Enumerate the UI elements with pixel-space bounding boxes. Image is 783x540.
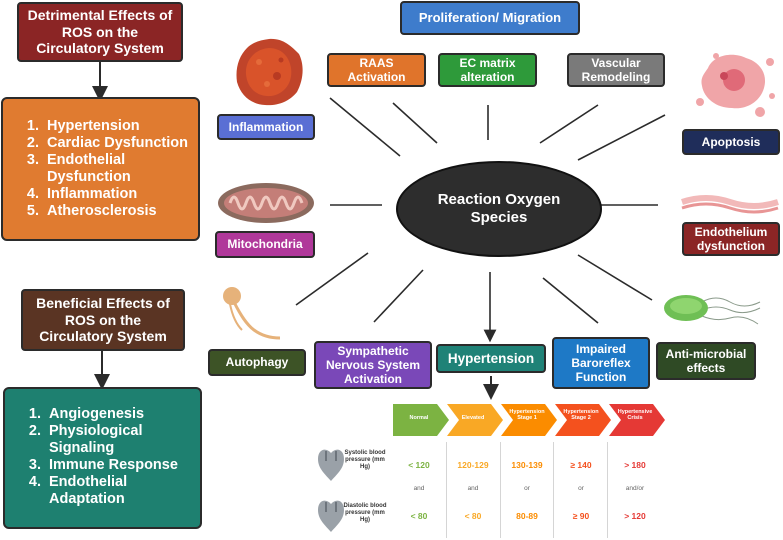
node-mitochondria: Mitochondria xyxy=(215,231,315,258)
line-antimicrobial xyxy=(577,254,653,301)
bp-diastolic-value: < 80 xyxy=(410,511,428,521)
list-item: Hypertension xyxy=(43,118,188,135)
diastolic-label: Diastolic blood pressure (mm Hg) xyxy=(343,503,387,523)
node-sympathetic: Sympathetic Nervous System Activation xyxy=(314,341,432,389)
bp-chevrons xyxy=(393,404,665,436)
bp-conj-value: or xyxy=(578,485,584,492)
bp-chevron-1 xyxy=(447,404,503,436)
stage-divider xyxy=(500,442,501,538)
bp-systolic-value: 130-139 xyxy=(511,460,543,470)
list-item: Angiogenesis xyxy=(45,406,190,423)
apoptosis-cell-icon xyxy=(696,53,775,117)
bp-conj-value: or xyxy=(524,485,530,492)
line-vascular xyxy=(539,104,599,144)
list-item: Endothelial Dysfunction xyxy=(43,152,188,186)
bp-conj-value: and xyxy=(467,485,479,492)
node-raas: RAAS Activation xyxy=(327,53,426,87)
detrimental-title: Detrimental Effects of ROS on the Circul… xyxy=(17,2,183,62)
autophagy-icon xyxy=(223,287,281,340)
bp-chevron-4 xyxy=(609,404,665,436)
mitochondria-icon xyxy=(218,183,314,223)
list-item: Inflammation xyxy=(43,186,188,203)
bp-chevron-3 xyxy=(555,404,611,436)
line-autophagy xyxy=(295,252,369,306)
line-baroreflex xyxy=(542,277,599,324)
bp-stage-label: Hypertension Stage 2 xyxy=(563,409,599,421)
node-ec-matrix: EC matrix alteration xyxy=(438,53,537,87)
node-apoptosis: Apoptosis xyxy=(682,129,780,155)
list-item: Endothelial Adaptation xyxy=(45,474,190,508)
bp-diastolic-value: 80-89 xyxy=(516,511,538,521)
bp-diastolic-value: ≥ 90 xyxy=(572,511,590,521)
bp-conj-value: and xyxy=(413,485,425,492)
node-antimicrobial: Anti-microbial effects xyxy=(656,342,756,380)
bp-diastolic-value: > 120 xyxy=(624,511,646,521)
list-item: Atherosclerosis xyxy=(43,203,188,220)
node-proliferation: Proliferation/ Migration xyxy=(400,1,580,35)
node-endothelium: Endothelium dysfunction xyxy=(682,222,780,256)
heart-icon-systolic xyxy=(318,449,344,481)
stage-divider xyxy=(607,442,608,538)
stage-divider xyxy=(553,442,554,538)
bp-stage-label: Hypertensive Crisis xyxy=(617,409,653,421)
bp-systolic-value: ≥ 140 xyxy=(570,460,592,470)
bp-systolic-value: > 180 xyxy=(624,460,646,470)
line-sympathetic xyxy=(373,269,424,323)
ros-center-ellipse: Reaction Oxygen Species xyxy=(396,161,602,257)
heart-icon-diastolic xyxy=(318,500,344,532)
systolic-label: Systolic blood pressure (mm Hg) xyxy=(344,450,386,470)
line-raas xyxy=(329,97,401,157)
node-inflammation: Inflammation xyxy=(217,114,315,140)
bp-conj-value: and/or xyxy=(625,485,645,492)
node-vascular: Vascular Remodeling xyxy=(567,53,665,87)
bp-stage-label: Hypertension Stage 1 xyxy=(509,409,545,421)
inflammation-cell-icon xyxy=(236,38,303,106)
bp-diastolic-value: < 80 xyxy=(464,511,482,521)
bp-systolic-value: < 120 xyxy=(408,460,430,470)
list-item: Cardiac Dysfunction xyxy=(43,135,188,152)
beneficial-list: AngiogenesisPhysiological SignalingImmun… xyxy=(3,387,202,529)
stage-divider xyxy=(446,442,447,538)
bp-stage-label: Elevated xyxy=(461,415,485,421)
bp-systolic-value: 120-129 xyxy=(457,460,489,470)
node-baroreflex: Impaired Baroreflex Function xyxy=(552,337,650,389)
bp-stage-label: Normal xyxy=(409,415,429,421)
list-item: Physiological Signaling xyxy=(45,423,190,457)
node-hypertension: Hypertension xyxy=(436,344,546,373)
endothelium-icon xyxy=(681,195,779,214)
beneficial-title: Beneficial Effects of ROS on the Circula… xyxy=(21,289,185,351)
line-raas-2 xyxy=(392,102,438,144)
bp-chevron-2 xyxy=(501,404,557,436)
bacteria-icon xyxy=(664,295,761,325)
line-apoptosis xyxy=(577,114,666,161)
list-item: Immune Response xyxy=(45,457,190,474)
bp-chevron-0 xyxy=(393,404,449,436)
detrimental-list: HypertensionCardiac DysfunctionEndotheli… xyxy=(1,97,200,241)
node-autophagy: Autophagy xyxy=(208,349,306,376)
